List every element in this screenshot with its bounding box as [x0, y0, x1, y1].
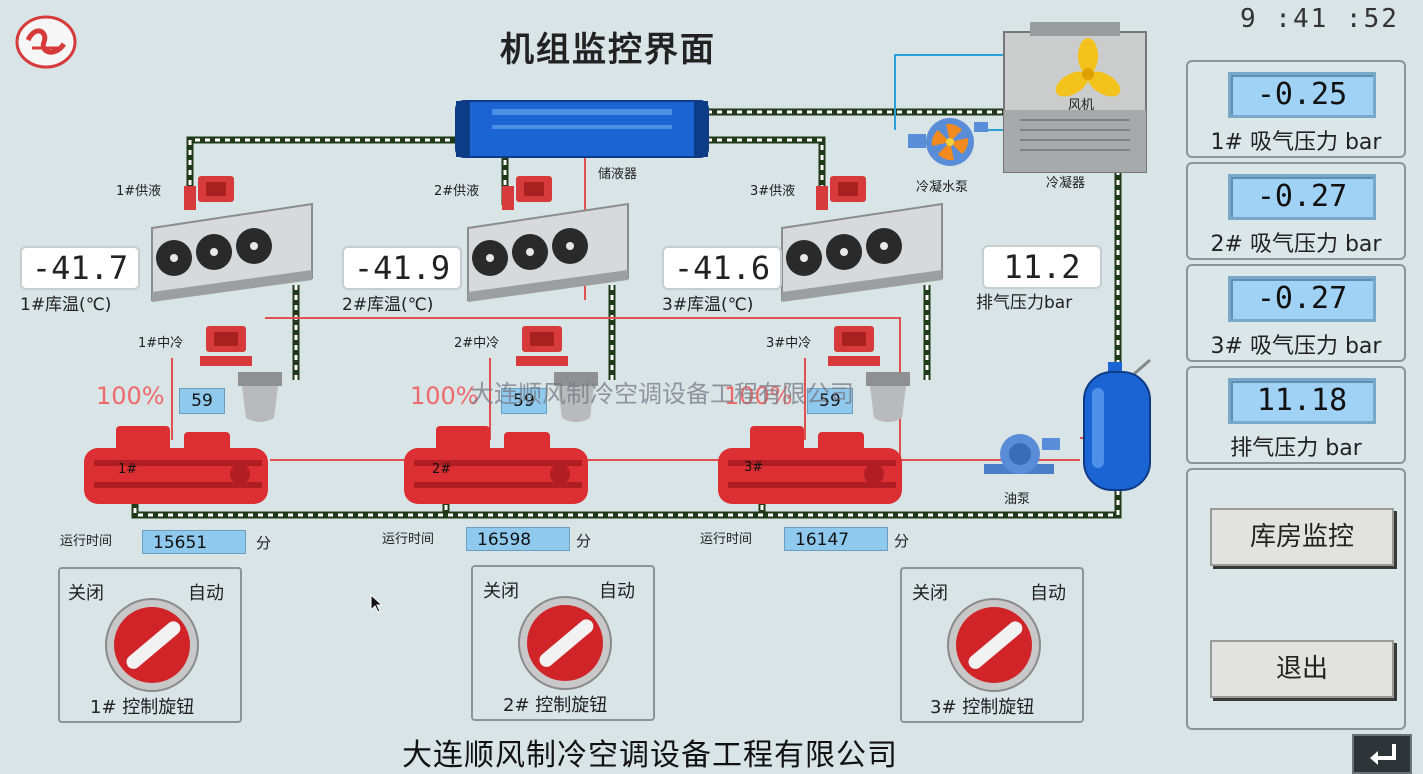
- unit2-value-box: 59: [501, 388, 547, 414]
- suction-pressure-3-panel: -0.27 3# 吸气压力 bar: [1186, 264, 1406, 362]
- watermark: 大连顺风制冷空调设备工程有限公司: [470, 380, 854, 408]
- unit1-intercooler-label: 1#中冷: [138, 336, 184, 351]
- unit2-compressor: [404, 426, 588, 504]
- unit2-run-label: 运行时间: [382, 532, 435, 547]
- suction-pressure-2-panel: -0.27 2# 吸气压力 bar: [1186, 162, 1406, 260]
- unit1-compressor: [84, 426, 268, 504]
- unit3-temp-display: -41.6: [662, 246, 782, 290]
- discharge-pressure-label: 排气压力bar: [976, 293, 1073, 313]
- unit3-run-unit: 分: [894, 532, 910, 550]
- unit3-control-knob[interactable]: [942, 597, 1046, 693]
- unit2-control-knob[interactable]: [513, 595, 617, 691]
- unit3-control-knob-panel: 关闭 自动 3# 控制旋钮: [900, 567, 1084, 723]
- suction-pressure-1-panel: -0.25 1# 吸气压力 bar: [1186, 60, 1406, 158]
- unit1-temp-display: -41.7: [20, 246, 140, 290]
- unit1-evaporator: [151, 202, 313, 302]
- exit-button[interactable]: 退出: [1210, 640, 1394, 698]
- unit2-run-unit: 分: [576, 532, 592, 550]
- unit2-supply-valve: [502, 176, 552, 210]
- unit3-compressor-number: 3#: [744, 460, 764, 475]
- unit1-knob-label: 1# 控制旋钮: [90, 697, 195, 718]
- warehouse-monitor-button[interactable]: 库房监控: [1210, 508, 1394, 566]
- unit2-supply-label: 2#供液: [434, 184, 480, 199]
- oil-pump-label: 油泵: [1004, 492, 1031, 507]
- unit3-knob-label: 3# 控制旋钮: [930, 697, 1035, 718]
- unit2-temp-label: 2#库温(℃): [342, 295, 434, 315]
- unit3-temp-label: 3#库温(℃): [662, 295, 754, 315]
- unit3-oil-filter: [866, 372, 910, 422]
- unit1-run-time: 15651: [142, 530, 246, 554]
- unit3-evaporator: [781, 202, 943, 302]
- unit2-compressor-number: 2#: [432, 462, 452, 477]
- unit3-value-box: 59: [807, 388, 853, 414]
- suction-pressure-1-label: 1# 吸气压力 bar: [1210, 130, 1382, 155]
- unit2-load-percent: 100%: [410, 382, 479, 410]
- suction-pressure-2-label: 2# 吸气压力 bar: [1210, 232, 1382, 257]
- receiver-label: 储液器: [598, 167, 638, 182]
- unit2-oil-filter: [554, 372, 598, 422]
- unit3-intercooler-label: 3#中冷: [766, 336, 812, 351]
- suction-pressure-3-label: 3# 吸气压力 bar: [1210, 334, 1382, 359]
- discharge-pressure-sidebar-display: 11.18: [1228, 378, 1376, 424]
- unit1-temp-label: 1#库温(℃): [20, 295, 112, 315]
- suction-pressure-1-display: -0.25: [1228, 72, 1376, 118]
- unit1-supply-valve: [184, 176, 234, 210]
- unit3-compressor: [718, 426, 902, 504]
- clock: 9 :41 :52: [1240, 4, 1399, 34]
- unit3-knob-off-label: 关闭: [912, 583, 948, 604]
- unit1-knob-auto-label: 自动: [188, 583, 224, 604]
- unit3-run-label: 运行时间: [700, 532, 753, 547]
- condenser-label: 冷凝器: [1046, 176, 1086, 191]
- unit2-temp-display: -41.9: [342, 246, 462, 290]
- discharge-pressure-sidebar-label: 排气压力 bar: [1230, 436, 1362, 461]
- unit1-knob-off-label: 关闭: [68, 583, 104, 604]
- unit1-oil-filter: [238, 372, 282, 422]
- unit2-intercooler-valve: [516, 326, 568, 366]
- condensate-pump-label: 冷凝水泵: [916, 180, 969, 195]
- return-key[interactable]: [1352, 734, 1412, 774]
- unit1-run-unit: 分: [256, 534, 272, 552]
- unit1-load-percent: 100%: [96, 382, 165, 410]
- unit1-value-box: 59: [179, 388, 225, 414]
- unit2-knob-off-label: 关闭: [483, 581, 519, 602]
- unit3-intercooler-valve: [828, 326, 880, 366]
- suction-pressure-2-display: -0.27: [1228, 174, 1376, 220]
- oil-separator: [1083, 358, 1151, 491]
- unit2-knob-auto-label: 自动: [599, 581, 635, 602]
- suction-pressure-3-display: -0.27: [1228, 276, 1376, 322]
- unit2-evaporator: [467, 202, 629, 302]
- unit1-intercooler-valve: [200, 326, 252, 366]
- unit1-run-label: 运行时间: [60, 534, 113, 549]
- unit3-knob-auto-label: 自动: [1030, 583, 1066, 604]
- unit3-load-percent: 100%: [724, 382, 793, 410]
- page-title: 机组监控界面: [500, 30, 716, 70]
- unit3-supply-valve: [816, 176, 866, 210]
- oil-pump: [984, 434, 1060, 474]
- condenser: [1003, 22, 1147, 173]
- unit2-control-knob-panel: 关闭 自动 2# 控制旋钮: [471, 565, 655, 721]
- sidebar-button-panel: 库房监控 退出: [1186, 468, 1406, 730]
- discharge-pressure-panel: 11.18 排气压力 bar: [1186, 366, 1406, 464]
- unit3-run-time: 16147: [784, 527, 888, 551]
- footer-company-name: 大连顺风制冷空调设备工程有限公司: [402, 738, 898, 773]
- mouse-cursor-icon: [370, 594, 384, 613]
- condensate-pump: [908, 118, 988, 166]
- unit1-compressor-number: 1#: [118, 462, 138, 477]
- unit3-supply-label: 3#供液: [750, 184, 796, 199]
- unit1-control-knob-panel: 关闭 自动 1# 控制旋钮: [58, 567, 242, 723]
- unit1-control-knob[interactable]: [100, 597, 204, 693]
- fan-label: 风机: [1068, 98, 1095, 113]
- unit1-supply-label: 1#供液: [116, 184, 162, 199]
- unit2-knob-label: 2# 控制旋钮: [503, 695, 608, 716]
- discharge-pressure-display: 11.2: [982, 245, 1102, 289]
- return-arrow-icon: [1370, 744, 1396, 765]
- company-logo: [15, 15, 77, 69]
- liquid-receiver: [455, 100, 709, 158]
- unit2-run-time: 16598: [466, 527, 570, 551]
- unit2-intercooler-label: 2#中冷: [454, 336, 500, 351]
